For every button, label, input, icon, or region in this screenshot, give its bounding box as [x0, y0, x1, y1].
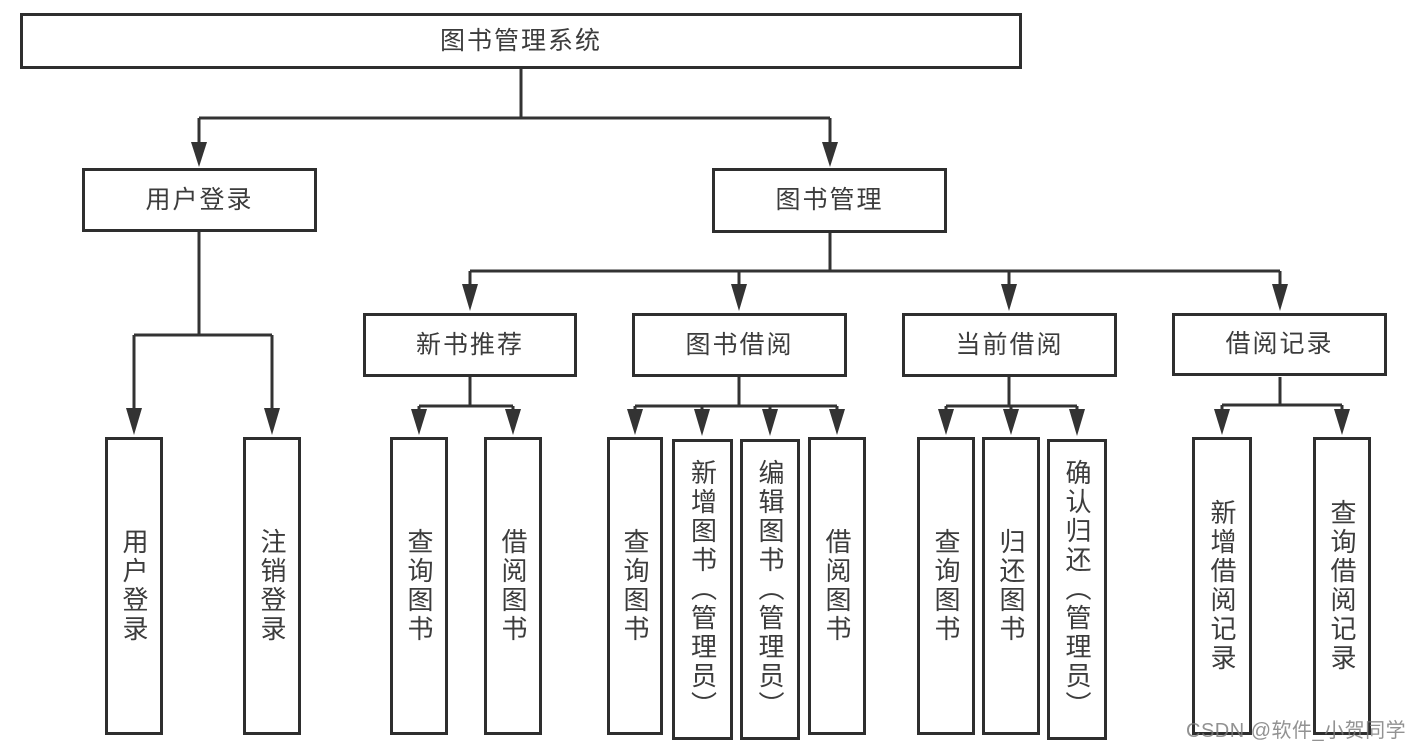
node-label: 当前借阅: [955, 330, 1064, 359]
watermark-csdn: CSDN @软件_小贺同学: [1186, 720, 1405, 742]
node-label: 新书推荐: [415, 330, 524, 359]
leaf-user-login: 用户登录: [105, 437, 163, 735]
node-label: 借阅记录: [1225, 330, 1334, 358]
leaf-label: 查询图书: [931, 528, 961, 644]
leaf-add-borrow-record: 新增借阅记录: [1192, 437, 1252, 735]
node-book-borrowing: 图书借阅: [632, 313, 847, 377]
node-branch-user-login: 用户登录: [82, 168, 317, 232]
leaf-confirm-return-admin: 确认归还（管理员）: [1047, 439, 1107, 740]
leaf-label: 借阅图书: [822, 528, 852, 644]
leaf-label: 查询图书: [404, 528, 434, 644]
leaf-query-book-recommend: 查询图书: [390, 437, 448, 735]
leaf-return-book: 归还图书: [982, 437, 1040, 735]
leaf-edit-book-admin: 编辑图书（管理员）: [740, 439, 800, 740]
leaf-query-borrow-record: 查询借阅记录: [1313, 437, 1371, 735]
leaf-label: 新增借阅记录: [1207, 499, 1237, 673]
node-current-borrowing: 当前借阅: [902, 313, 1117, 377]
leaf-query-book-current: 查询图书: [917, 437, 975, 735]
node-label: 图书管理: [775, 186, 884, 214]
node-label: 用户登录: [145, 185, 254, 214]
node-label: 图书借阅: [685, 330, 794, 359]
node-root-library-system: 图书管理系统: [20, 13, 1022, 69]
leaf-borrow-book-borrowing: 借阅图书: [808, 437, 866, 735]
node-root-label: 图书管理系统: [439, 26, 602, 55]
leaf-label: 借阅图书: [498, 528, 528, 644]
leaf-label: 注销登录: [257, 528, 287, 644]
leaf-label: 查询图书: [620, 528, 650, 644]
node-borrowing-records: 借阅记录: [1172, 313, 1387, 376]
node-new-book-recommendation: 新书推荐: [363, 313, 577, 377]
leaf-label: 确认归还（管理员）: [1062, 459, 1092, 720]
leaf-logout: 注销登录: [243, 437, 301, 735]
leaf-add-book-admin: 新增图书（管理员）: [672, 439, 733, 740]
leaf-label: 归还图书: [996, 528, 1026, 644]
leaf-query-book-borrowing: 查询图书: [607, 437, 663, 735]
leaf-label: 查询借阅记录: [1327, 499, 1357, 673]
leaf-label: 编辑图书（管理员）: [755, 459, 785, 720]
leaf-borrow-book-recommend: 借阅图书: [484, 437, 542, 735]
leaf-label: 新增图书（管理员）: [687, 459, 718, 720]
node-branch-book-management: 图书管理: [712, 168, 947, 233]
leaf-label: 用户登录: [119, 528, 149, 644]
